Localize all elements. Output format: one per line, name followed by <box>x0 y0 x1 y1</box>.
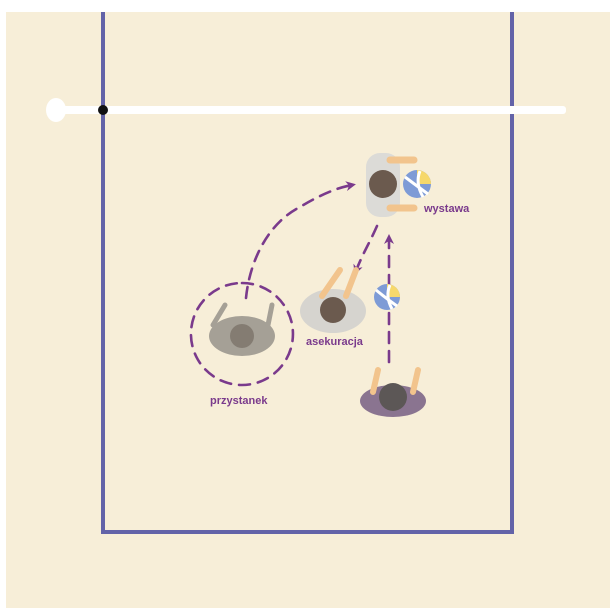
net-band <box>56 106 566 114</box>
net <box>46 98 566 122</box>
net-antenna-dot-icon <box>98 105 108 115</box>
court-lines <box>101 12 514 534</box>
path-stop-to-setter <box>244 181 356 300</box>
player-arm-left <box>370 367 381 395</box>
player-head <box>230 324 254 348</box>
player-head <box>369 170 397 198</box>
volleyball-icon <box>403 170 431 198</box>
player-head <box>320 297 346 323</box>
player-arm-right <box>265 302 275 328</box>
player-arm-left <box>319 267 343 299</box>
label-wystawa: wystawa <box>423 203 470 215</box>
player-wystawa <box>366 153 418 217</box>
player-arm-right <box>343 267 359 299</box>
stop-circle-path <box>189 281 295 387</box>
player-head <box>379 383 407 411</box>
path-setter-to-cover <box>353 224 379 275</box>
label-przystanek: przystanek <box>210 395 268 407</box>
player-arm-right <box>410 367 421 395</box>
player-arm-left <box>210 302 228 328</box>
player-przystanek <box>209 302 275 356</box>
player-asekuracja <box>300 267 366 333</box>
movement-paths <box>189 181 394 387</box>
volleyball-icon <box>374 284 400 310</box>
label-asekuracja: asekuracja <box>306 336 364 348</box>
player-attacker <box>360 367 426 417</box>
net-post-icon <box>46 98 66 122</box>
